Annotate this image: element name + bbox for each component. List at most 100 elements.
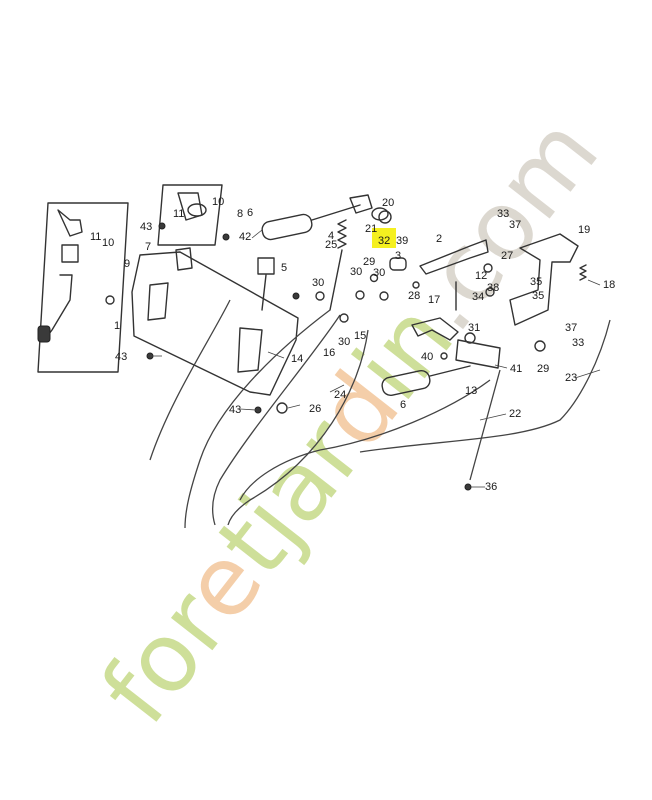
bushing-part-31	[464, 332, 476, 344]
callout-label: 38	[487, 282, 499, 294]
callout-label: 6	[400, 399, 406, 411]
callout-label: 33	[497, 208, 509, 220]
callout-label: 29	[363, 256, 375, 268]
washer-part-32	[378, 210, 392, 224]
callout-label: 43	[140, 221, 152, 233]
cable-part-24a	[184, 309, 331, 529]
nut-part-30b	[355, 290, 365, 300]
callout-label: 28	[408, 290, 420, 302]
lever-bracket-part	[349, 194, 373, 214]
callout-label: 21	[365, 223, 377, 235]
washer-part-12	[483, 263, 493, 273]
handle-panel-part	[131, 251, 299, 396]
callout-label: 19	[578, 224, 590, 236]
panel-slot-left	[147, 282, 169, 321]
callout-label: 20	[382, 197, 394, 209]
panel-switch-boss	[175, 247, 193, 271]
highlight-box	[372, 228, 396, 248]
grommet-part-26	[276, 402, 288, 414]
cable-end-part	[37, 325, 51, 343]
callout-label: 37	[509, 219, 521, 231]
callout-label: 40	[421, 351, 433, 363]
cable-part-24b	[211, 314, 341, 526]
callout-label: 13	[465, 385, 477, 397]
lever-part-2	[419, 239, 489, 275]
callout-labels: 1 2 3 4 5 6 6 7 8 9 10 10 11 11 12 13 14…	[90, 196, 615, 493]
callout-label: 15	[354, 330, 366, 342]
cable-part-15	[227, 329, 369, 526]
nut-part-30c	[339, 313, 349, 323]
callout-label: 37	[565, 322, 577, 334]
callout-label: 29	[537, 363, 549, 375]
grip-part-top	[261, 213, 313, 241]
callout-label: 11	[173, 208, 184, 220]
watermark-text: foretjardin.com	[80, 97, 620, 744]
callout-label: 9	[124, 258, 130, 270]
rod-lower-part	[429, 365, 471, 377]
inset-detail-box-upper	[157, 184, 223, 246]
spring-part-25	[337, 219, 347, 249]
callout-label: 22	[509, 408, 521, 420]
cable-part-9	[149, 299, 231, 461]
callout-label: 30	[373, 267, 385, 279]
bolt-part-43c	[158, 222, 166, 230]
cable-part-22	[239, 379, 491, 501]
callout-label: 30	[312, 277, 324, 289]
pin-part-28	[412, 281, 420, 289]
callout-label: 36	[485, 481, 497, 493]
bolt-part-42	[222, 233, 230, 241]
watermark: foretjardin.com	[80, 97, 620, 744]
callout-label: 2	[436, 233, 442, 245]
callout-label: 41	[510, 363, 522, 375]
callout-label: 24	[334, 389, 346, 401]
callout-label: 25	[325, 239, 337, 251]
inset-detail-box	[37, 202, 129, 373]
plate-part-41	[455, 339, 501, 369]
callout-label: 16	[323, 347, 335, 359]
callout-label: 17	[428, 294, 440, 306]
callout-label: 31	[468, 322, 480, 334]
callout-label: 35	[532, 290, 544, 302]
callout-label: 14	[291, 353, 303, 365]
frame-part-19	[509, 233, 579, 326]
washer-part-29b	[534, 340, 546, 352]
callout-label: 10	[102, 237, 114, 249]
callout-label: 27	[501, 250, 513, 262]
collar-part-3	[389, 257, 407, 271]
callout-label: 43	[115, 351, 127, 363]
callout-label: 11	[90, 231, 101, 243]
clip-part-40	[440, 352, 448, 360]
callout-label: 12	[475, 270, 487, 282]
callout-label: 30	[338, 336, 350, 348]
spring-part-18	[579, 264, 587, 281]
callout-label: 23	[565, 372, 577, 384]
callout-label: 34	[472, 291, 484, 303]
callout-label: 3	[395, 250, 401, 262]
callout-label: 18	[603, 279, 615, 291]
callout-label: 5	[281, 262, 287, 274]
callout-label: 10	[212, 196, 224, 208]
callout-label: 43	[229, 404, 241, 416]
callout-label: 6	[247, 207, 253, 219]
clip-part-1	[105, 295, 115, 305]
rod-part-4	[329, 249, 343, 311]
bracket-part-17	[411, 317, 459, 341]
callout-label: 7	[145, 241, 151, 253]
washer-part-38	[485, 287, 495, 297]
callout-label: 30	[350, 266, 362, 278]
callout-label: 8	[237, 208, 243, 220]
rod-part-36	[469, 369, 501, 481]
nut-part-30a	[315, 291, 325, 301]
callout-label: 35	[530, 276, 542, 288]
nut-part-30d	[379, 291, 389, 301]
panel-slot-right	[237, 327, 263, 373]
callout-label: 4	[328, 230, 334, 242]
callout-label: 33	[572, 337, 584, 349]
switch-body-part	[61, 244, 79, 263]
callout-label: 1	[114, 320, 120, 332]
switch-knob-part	[57, 209, 83, 237]
cap-part-5	[257, 257, 275, 275]
washer-part-29a	[369, 273, 379, 283]
